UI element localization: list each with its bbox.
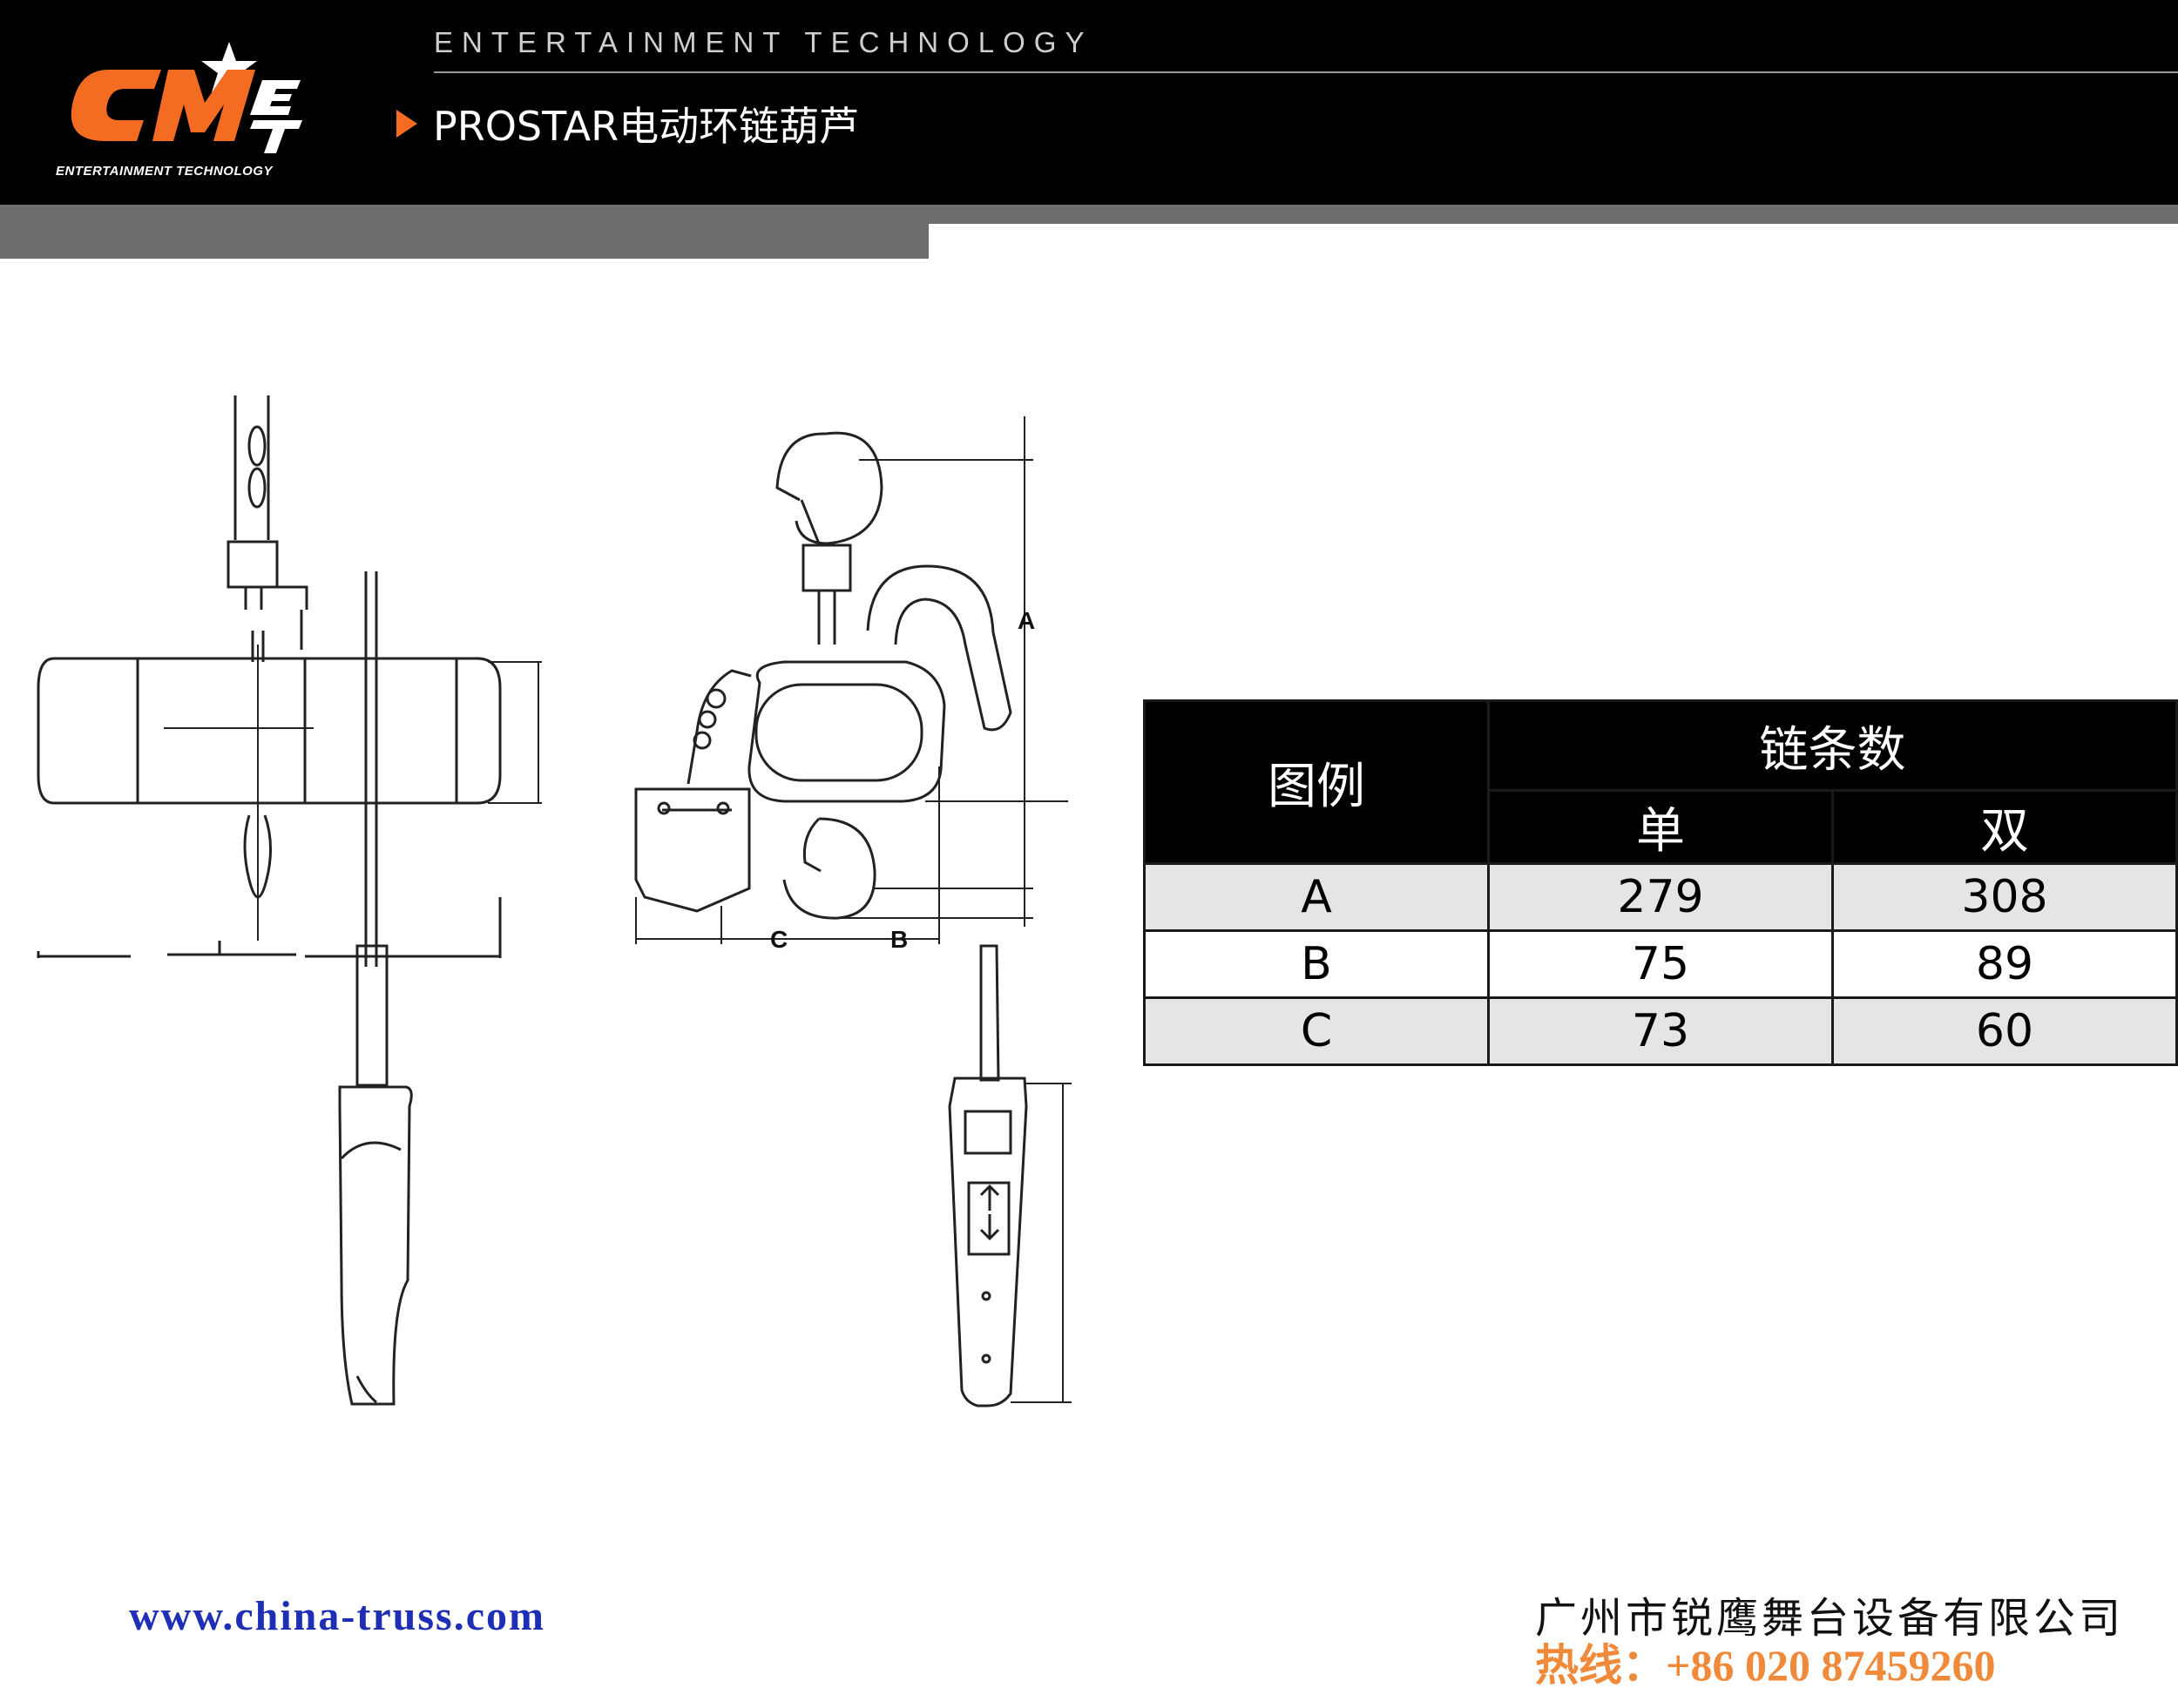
header-bar: ENTERTAINMENT TECHNOLOGY ENTERTAINMENT T… bbox=[0, 0, 2178, 205]
legend-header: 图例 bbox=[1143, 699, 1490, 865]
row-label: C bbox=[1143, 996, 1490, 1066]
single-chain-header: 单 bbox=[1487, 789, 1834, 865]
hotline-number: 热线：+86 020 87459260 bbox=[1535, 1641, 1996, 1690]
single-value: 75 bbox=[1487, 929, 1834, 999]
double-value: 89 bbox=[1831, 929, 2178, 999]
header-tagline: ENTERTAINMENT TECHNOLOGY bbox=[434, 26, 1093, 58]
header-divider bbox=[434, 71, 2178, 73]
hoist-technical-drawing: A B C bbox=[37, 395, 1072, 1408]
website-link[interactable]: www.china-truss.com bbox=[129, 1593, 545, 1639]
double-value: 308 bbox=[1831, 862, 2178, 932]
dimension-label-b: B bbox=[890, 926, 908, 953]
row-label: B bbox=[1143, 929, 1490, 999]
header-band-tab bbox=[0, 224, 929, 259]
single-value: 279 bbox=[1487, 862, 1834, 932]
chain-spec-table: 图例 链条数 单 双 A 279 308 B 75 89 C 73 60 bbox=[1143, 699, 2178, 1066]
logo-caption: ENTERTAINMENT TECHNOLOGY bbox=[56, 164, 273, 179]
pendant-side-view bbox=[948, 944, 1072, 1408]
double-value: 60 bbox=[1831, 996, 2178, 1066]
row-label: A bbox=[1143, 862, 1490, 932]
title-row: PROSTAR电动环链葫芦 bbox=[396, 98, 859, 150]
dimension-label-a: A bbox=[1018, 607, 1035, 634]
title-arrow-icon bbox=[396, 110, 417, 138]
chain-count-header: 链条数 bbox=[1487, 699, 2178, 792]
double-chain-header: 双 bbox=[1831, 789, 2178, 865]
company-name: 广州市锐鹰舞台设备有限公司 bbox=[1535, 1594, 2125, 1643]
hoist-side-view bbox=[634, 416, 1068, 944]
pendant-front-view bbox=[338, 944, 413, 1406]
hoist-front-view bbox=[37, 395, 542, 967]
single-value: 73 bbox=[1487, 996, 1834, 1066]
table-row: C 73 60 bbox=[1143, 996, 2178, 1066]
table-row: B 75 89 bbox=[1143, 929, 2178, 999]
header-band bbox=[0, 205, 2178, 224]
cmet-logo bbox=[71, 42, 302, 153]
page-title: PROSTAR电动环链葫芦 bbox=[433, 103, 860, 150]
dimension-label-c: C bbox=[770, 926, 788, 953]
table-row: A 279 308 bbox=[1143, 862, 2178, 932]
